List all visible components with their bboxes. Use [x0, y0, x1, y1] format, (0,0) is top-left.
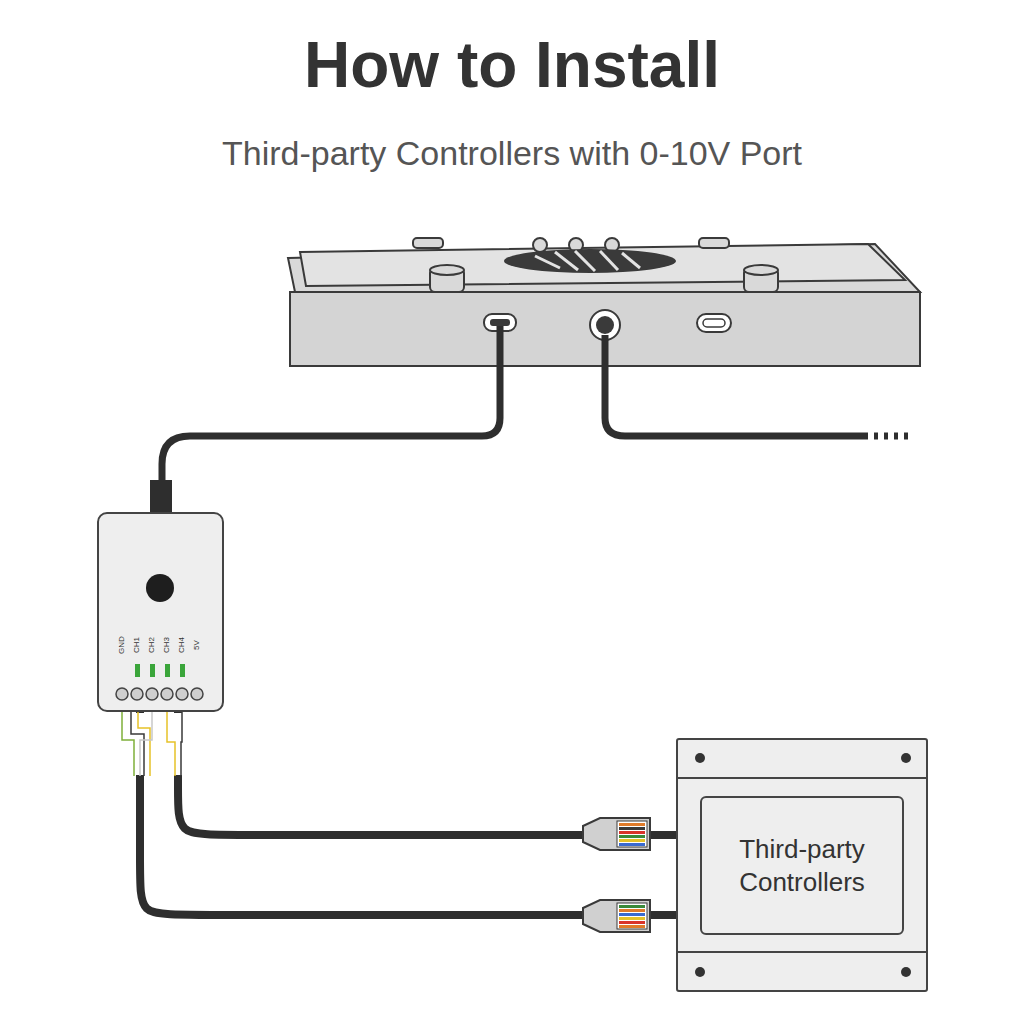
fan-grille [504, 238, 676, 273]
pin-label: 5V [192, 625, 202, 665]
terminal-hole [116, 688, 128, 700]
lead-wires [122, 712, 182, 776]
channel-led [165, 664, 170, 677]
pin-label: GND [117, 625, 127, 665]
page-title: How to Install [0, 28, 1024, 102]
rj45-plug [583, 900, 650, 932]
cable-plug [150, 480, 172, 512]
converter-box: GND CH1 CH2 CH3 CH4 5V [97, 512, 224, 712]
pin-label: CH3 [162, 625, 172, 665]
ethernet-cable [178, 712, 676, 835]
channel-led [150, 664, 155, 677]
controller-label: Third-party Controllers [717, 833, 887, 899]
wire-gap [112, 713, 192, 775]
fixture-plate [300, 244, 905, 286]
knob [146, 574, 174, 602]
ethernet-cable [140, 712, 676, 915]
terminal-hole [161, 688, 173, 700]
pin-label: CH2 [147, 625, 157, 665]
channel-led [180, 664, 185, 677]
terminal-hole [131, 688, 143, 700]
controller-panel: Third-party Controllers [700, 796, 904, 935]
terminal-hole [146, 688, 158, 700]
power-cable [605, 335, 868, 436]
converter-face [99, 514, 222, 710]
controller-box: Third-party Controllers [676, 738, 928, 992]
fixture-knobs [413, 238, 778, 292]
screw [901, 753, 911, 763]
terminal-hole [176, 688, 188, 700]
pin-label: CH1 [132, 625, 142, 665]
rj45-plug [583, 818, 650, 850]
terminal-hole [191, 688, 203, 700]
power-cable-continuation [874, 433, 908, 440]
signal-cable [162, 326, 500, 484]
page-subtitle: Third-party Controllers with 0-10V Port [0, 134, 1024, 173]
channel-led [135, 664, 140, 677]
fixture-top [288, 244, 920, 292]
pin-label: CH4 [177, 625, 187, 665]
screw [901, 967, 911, 977]
screw [695, 967, 705, 977]
screw [695, 753, 705, 763]
